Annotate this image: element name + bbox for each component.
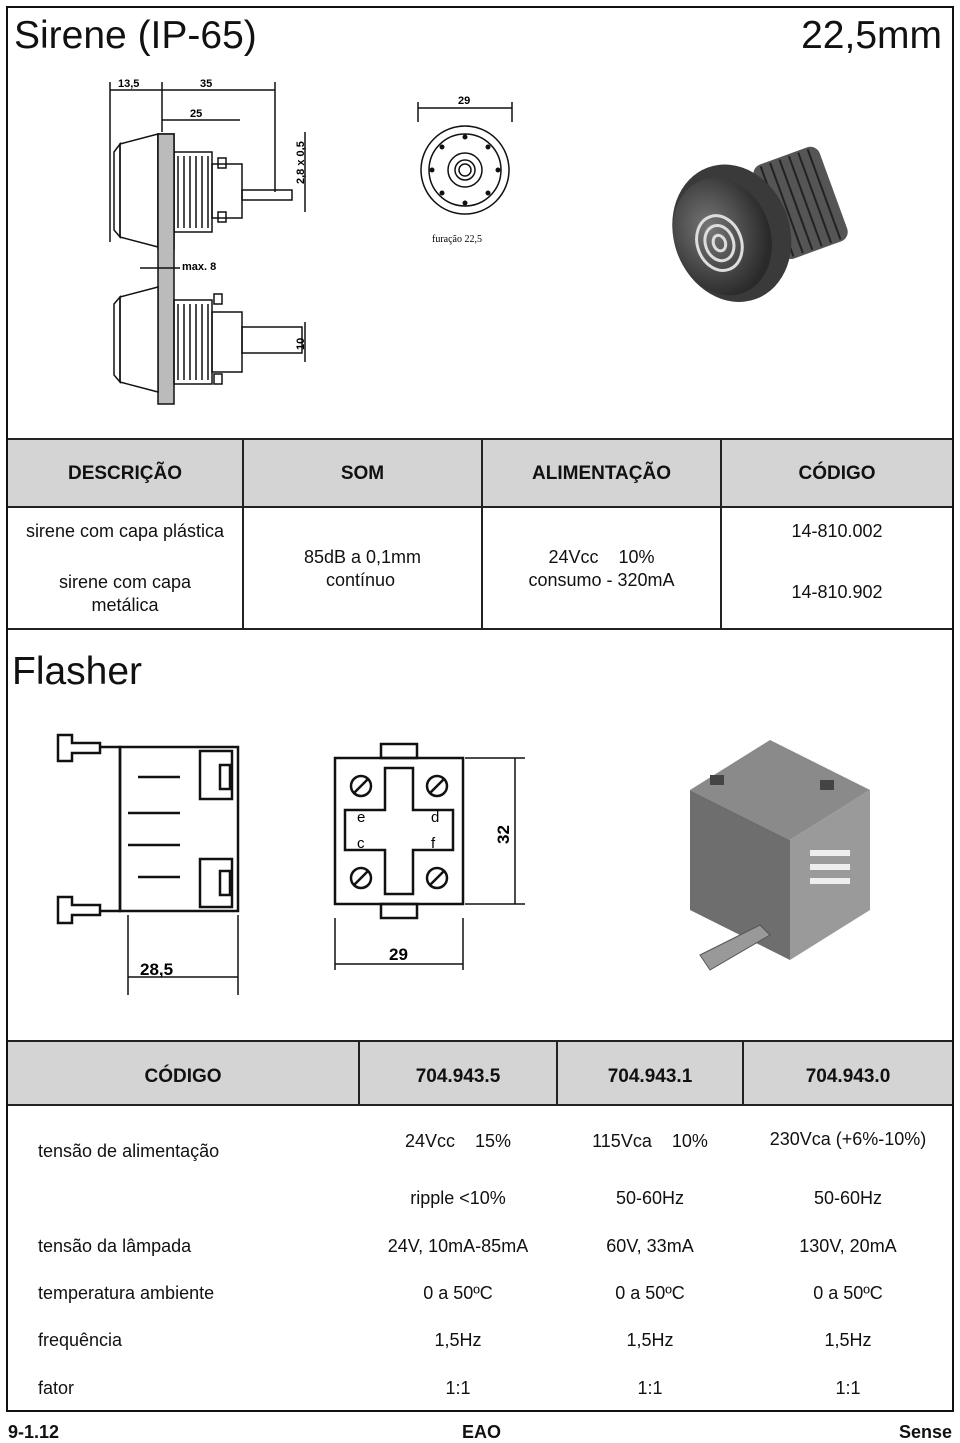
- value-freq-c: 1,5Hz: [824, 1330, 872, 1350]
- flasher-header-codigo: CÓDIGO: [144, 1066, 222, 1087]
- divider: [742, 1042, 744, 1104]
- value-115vca: 115Vca 10%: [592, 1131, 708, 1151]
- footer-right: Sense: [898, 1422, 952, 1442]
- page-frame: [6, 6, 954, 1412]
- siren-table-header: [8, 440, 952, 506]
- flasher-dim-32: 32: [494, 825, 513, 844]
- divider: [8, 1104, 952, 1106]
- divider: [481, 440, 483, 628]
- code-metal: 14-810.902: [791, 582, 883, 602]
- flasher-dim-29: 29: [389, 945, 408, 964]
- row-label-tensao-lampada: tensão da lâmpada: [38, 1236, 192, 1256]
- value-230vca: 230Vca (+6%-10%): [769, 1129, 927, 1149]
- page-title: Sirene (IP-65): [14, 14, 257, 57]
- flasher-table-header: [8, 1042, 952, 1104]
- value-lamp-1: 24V, 10mA-85mA: [387, 1236, 529, 1256]
- page-size: 22,5mm: [801, 14, 942, 57]
- desc-metal-line2: metálica: [91, 595, 159, 615]
- row-label-fator: fator: [38, 1378, 75, 1398]
- dim-35: 35: [200, 78, 212, 90]
- siren-photo: [672, 146, 848, 302]
- siren-side-drawing: 13,5 35 25 max. 8 2,8 x 0,5 10: [109, 78, 307, 405]
- divider: [358, 1042, 360, 1104]
- terminal-e: e: [357, 809, 365, 826]
- flasher-side-drawing: 28,5: [56, 733, 240, 995]
- header-descricao: DESCRIÇÃO: [67, 463, 182, 484]
- header-som: SOM: [340, 463, 385, 484]
- flasher-header-code-2: 704.943.1: [607, 1066, 693, 1087]
- value-fator-3: 1:1: [835, 1378, 861, 1398]
- dim-max8: max. 8: [182, 261, 216, 273]
- divider: [556, 1042, 558, 1104]
- terminal-d: d: [431, 809, 439, 826]
- divider: [8, 628, 952, 630]
- flasher-title: Flasher: [12, 650, 143, 693]
- header-codigo: CÓDIGO: [798, 463, 876, 484]
- value-freq-a: 1,5Hz: [434, 1330, 482, 1350]
- header-alimentacao: ALIMENTAÇÃO: [532, 463, 671, 484]
- divider: [720, 440, 722, 628]
- flasher-header-code-3: 704.943.0: [805, 1066, 891, 1087]
- value-freq-b: 1,5Hz: [626, 1330, 674, 1350]
- divider: [8, 506, 952, 508]
- desc-metal-line1: sirene com capa: [58, 572, 192, 592]
- furacao-label: furação 22,5: [432, 234, 482, 245]
- value-temp-3: 0 a 50ºC: [813, 1283, 883, 1303]
- dim-25: 25: [190, 108, 202, 120]
- front-dim-29: 29: [458, 95, 470, 107]
- row-label-frequencia: frequência: [38, 1330, 123, 1350]
- som-type: contínuo: [326, 570, 396, 590]
- value-fator-1: 1:1: [445, 1378, 471, 1398]
- divider: [242, 440, 244, 628]
- page-number: 9-1.12: [8, 1422, 60, 1442]
- dim-2-8: 2,8 x 0,5: [295, 141, 307, 184]
- alim-value: 24Vcc 10%: [548, 547, 655, 567]
- siren-table-top: [8, 438, 952, 440]
- value-lamp-2: 60V, 33mA: [606, 1236, 694, 1256]
- alim-consumo: consumo - 320mA: [528, 570, 675, 590]
- value-freq-1: 50-60Hz: [615, 1188, 685, 1208]
- row-label-tensao-alimentacao: tensão de alimentação: [38, 1141, 220, 1161]
- value-temp-1: 0 a 50ºC: [423, 1283, 493, 1303]
- value-lamp-3: 130V, 20mA: [799, 1236, 897, 1256]
- flasher-front-drawing: e d c f 29 32: [333, 742, 525, 970]
- flasher-photo: [690, 740, 870, 971]
- flasher-header-code-1: 704.943.5: [415, 1066, 501, 1087]
- desc-plastic: sirene com capa plástica: [25, 521, 225, 541]
- terminal-f: f: [431, 835, 436, 852]
- flasher-dim-28-5: 28,5: [140, 960, 173, 979]
- value-fator-2: 1:1: [637, 1378, 663, 1398]
- value-temp-2: 0 a 50ºC: [615, 1283, 685, 1303]
- dim-10: 10: [295, 338, 307, 350]
- value-ripple: ripple <10%: [410, 1188, 506, 1208]
- terminal-c: c: [357, 835, 365, 852]
- row-label-temperatura: temperatura ambiente: [38, 1283, 215, 1303]
- value-freq-2: 50-60Hz: [813, 1188, 883, 1208]
- siren-front-drawing: 29 furação 22,5: [417, 95, 513, 245]
- dim-13-5: 13,5: [118, 78, 139, 90]
- code-plastic: 14-810.002: [791, 521, 883, 541]
- value-24vcc: 24Vcc 15%: [404, 1131, 512, 1151]
- divider: [8, 1040, 952, 1042]
- som-value: 85dB a 0,1mm: [303, 547, 422, 567]
- brand: EAO: [462, 1422, 502, 1442]
